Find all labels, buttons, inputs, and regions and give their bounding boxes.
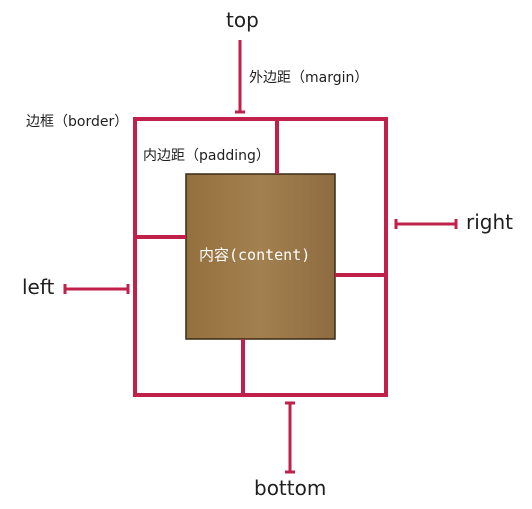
label-top: top — [226, 8, 259, 32]
margin-indicator-right — [394, 219, 458, 229]
label-border: 边框（border） — [26, 114, 129, 130]
content-box — [185, 173, 336, 340]
label-left: left — [22, 275, 55, 299]
margin-indicator-top — [235, 40, 245, 114]
label-padding: 内边距（padding） — [143, 148, 270, 164]
border-box — [133, 117, 388, 397]
label-margin: 外边距（margin） — [249, 70, 369, 86]
label-right: right — [466, 210, 513, 234]
margin-indicator-bottom — [285, 401, 295, 474]
margin-indicator-left — [63, 284, 130, 294]
label-bottom: bottom — [254, 476, 327, 500]
label-content: 内容(content) — [199, 246, 311, 264]
